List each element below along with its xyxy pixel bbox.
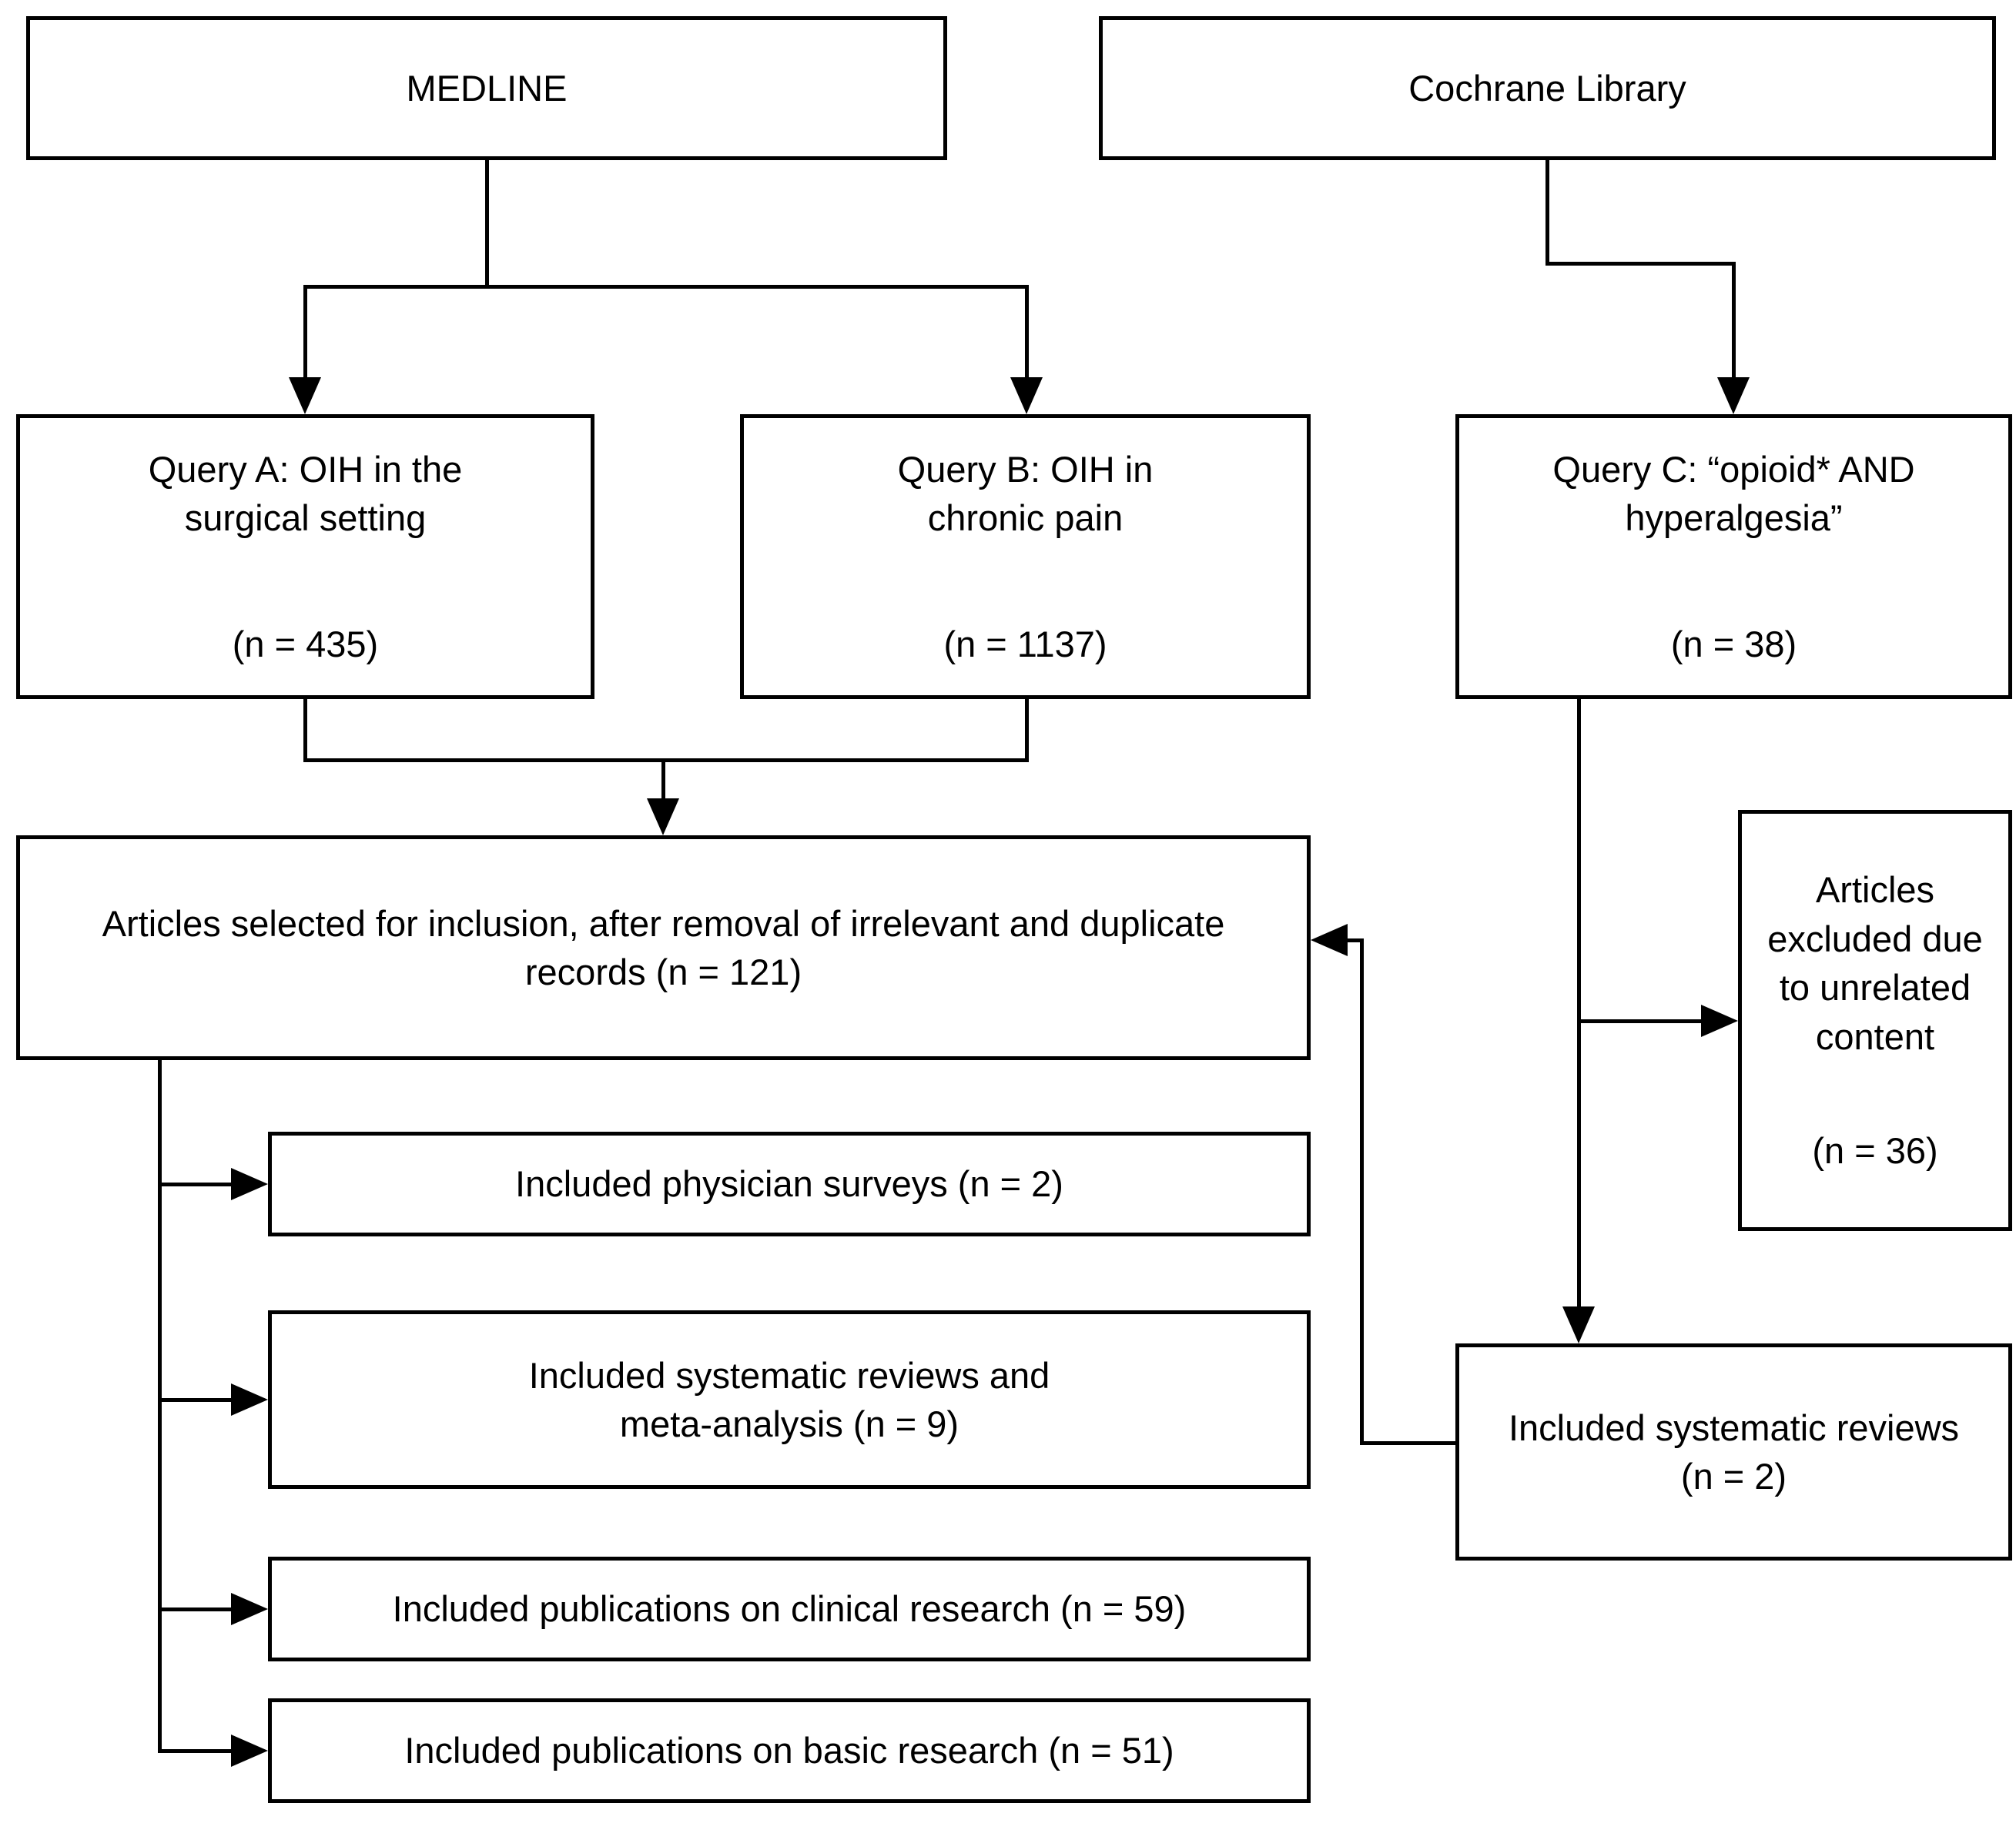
query-b-box: Query B: OIH in chronic pain (n = 1137) [740, 414, 1311, 699]
connector-selection-rail [158, 1060, 162, 1753]
query-c-box: Query C: “opioid* AND hyperalgesia” (n =… [1455, 414, 2012, 699]
included-basic-research-box: Included publications on basic research … [268, 1698, 1311, 1803]
included-systematic-reviews-title: Included systematic reviews [1508, 1407, 1960, 1448]
included-physician-surveys-box: Included physician surveys (n = 2) [268, 1132, 1311, 1236]
connector-query-ab-split [303, 285, 1029, 289]
included-physician-surveys-label: Included physician surveys (n = 2) [515, 1163, 1063, 1205]
included-basic-research-label: Included publications on basic research … [404, 1730, 1174, 1771]
connector-branch-basic [158, 1749, 232, 1753]
arrowhead-into-selection-right [1311, 924, 1348, 956]
arrowhead-into-basic [231, 1735, 268, 1767]
connector-to-query-b [1025, 285, 1029, 379]
arrowhead-into-meta-analysis [231, 1383, 268, 1416]
included-systematic-reviews-count: (n = 2) [1680, 1456, 1787, 1497]
connector-cochrane-drop [1545, 160, 1549, 266]
cochrane-library-label: Cochrane Library [1408, 67, 1686, 109]
connector-to-query-c [1732, 262, 1736, 377]
articles-selected-label: Articles selected for inclusion, after r… [102, 902, 1225, 992]
connector-cochrane-jog [1545, 262, 1736, 266]
connector-query-b-down [1025, 699, 1029, 762]
connector-feedback-bottom [1360, 1441, 1455, 1445]
cochrane-library-box: Cochrane Library [1099, 16, 1996, 160]
medline-label: MEDLINE [406, 67, 568, 109]
query-b-count: (n = 1137) [943, 623, 1107, 664]
query-b-title: Query B: OIH in chronic pain [897, 448, 1154, 539]
arrowhead-into-query-b [1010, 377, 1043, 414]
connector-to-selection [661, 758, 665, 800]
connector-branch-clinical [158, 1607, 232, 1611]
connector-branch-meta-analysis [158, 1398, 232, 1402]
arrowhead-into-surveys [231, 1168, 268, 1200]
included-systematic-reviews-meta-analysis-label: Included systematic reviews and meta-ana… [528, 1354, 1050, 1444]
arrowhead-into-systematic-reviews [1562, 1306, 1595, 1343]
connector-branch-surveys [158, 1183, 232, 1186]
query-a-title: Query A: OIH in the surgical setting [148, 448, 463, 539]
connector-query-c-rail [1577, 699, 1581, 1309]
articles-excluded-title: Articles excluded due to unrelated conte… [1767, 869, 1983, 1057]
articles-selected-box: Articles selected for inclusion, after r… [16, 835, 1311, 1060]
query-a-count: (n = 435) [232, 623, 379, 664]
connector-query-a-down [303, 699, 307, 762]
included-systematic-reviews-box: Included systematic reviews (n = 2) [1455, 1343, 2012, 1561]
included-systematic-reviews-meta-analysis-box: Included systematic reviews and meta-ana… [268, 1310, 1311, 1489]
connector-branch-excluded [1577, 1019, 1701, 1023]
arrowhead-into-selection [647, 798, 679, 835]
medline-box: MEDLINE [26, 16, 947, 160]
connector-to-query-a [303, 285, 307, 379]
query-a-box: Query A: OIH in the surgical setting (n … [16, 414, 594, 699]
query-c-title: Query C: “opioid* AND hyperalgesia” [1552, 448, 1915, 539]
arrowhead-into-query-c [1717, 377, 1750, 414]
arrowhead-into-clinical [231, 1593, 268, 1625]
articles-excluded-box: Articles excluded due to unrelated conte… [1738, 810, 2012, 1231]
arrowhead-into-excluded [1701, 1005, 1738, 1037]
included-clinical-research-label: Included publications on clinical resear… [392, 1588, 1187, 1630]
query-c-count: (n = 38) [1670, 623, 1797, 664]
connector-feedback-vertical [1360, 938, 1364, 1445]
arrowhead-into-query-a [289, 377, 321, 414]
connector-feedback-top [1346, 938, 1364, 942]
connector-medline-drop [485, 160, 489, 286]
included-clinical-research-box: Included publications on clinical resear… [268, 1557, 1311, 1661]
articles-excluded-count: (n = 36) [1812, 1130, 1938, 1172]
connector-query-ab-merge [303, 758, 1029, 762]
